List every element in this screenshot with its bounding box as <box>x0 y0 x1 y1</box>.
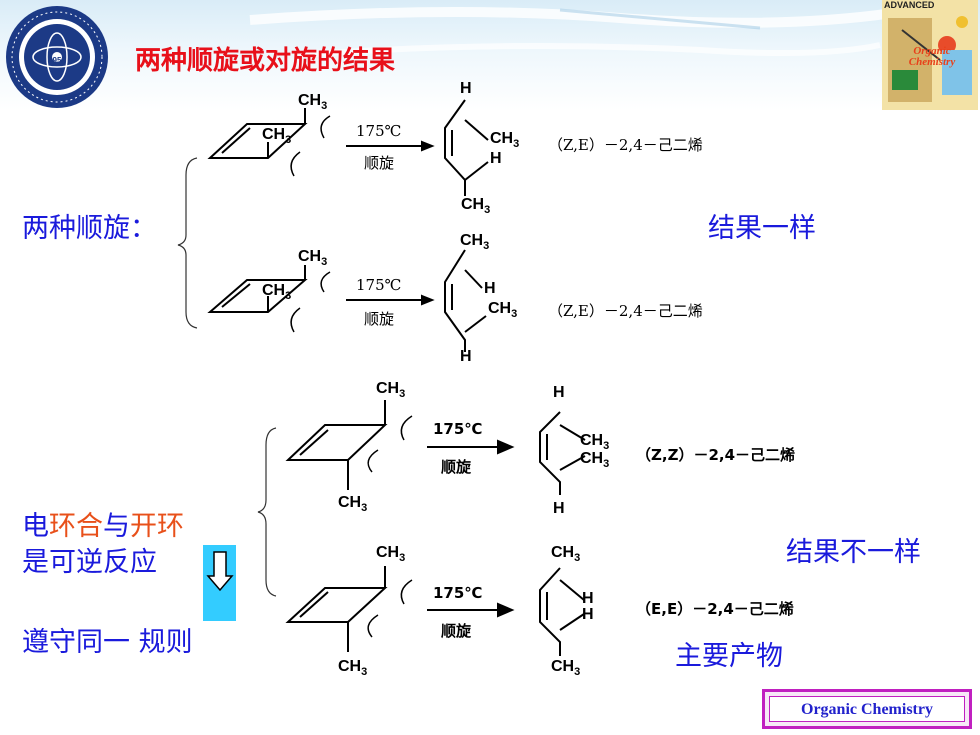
r1-product-label-4: CH3 <box>461 196 491 217</box>
cover-art <box>888 16 972 102</box>
university-logo: 1958 <box>3 3 111 111</box>
r1-condition-temp: 175℃ <box>356 122 402 140</box>
r3-product-label-2: CH3 <box>580 432 610 453</box>
r3-reactant-label-2: CH3 <box>338 494 368 515</box>
r1-condition-mode: 顺旋 <box>364 154 395 172</box>
label-part-3: 与 <box>103 511 130 542</box>
major-product-label: 主要产物 <box>675 641 783 672</box>
reversible-label-line2: 是可逆反应 <box>22 547 157 578</box>
r2-product-label-4: H <box>460 348 472 365</box>
r4-reactant-label-2: CH3 <box>338 658 368 679</box>
r3-product-label-4: H <box>553 500 565 517</box>
r1-product-label-2: CH3 <box>490 130 520 151</box>
slide-title: 两种顺旋或对旋的结果 <box>135 46 396 76</box>
conrotatory-result: 结果一样 <box>708 213 816 244</box>
reversible-label-line1: 电环合与开环 <box>22 504 184 543</box>
label-part-1: 电 <box>22 511 49 542</box>
r1-product-name: （Z,E）－2,4－己二烯 <box>548 136 703 154</box>
r3-condition-mode: 顺旋 <box>441 458 472 476</box>
r1-product-label-3: H <box>490 150 502 167</box>
r2-condition-mode: 顺旋 <box>364 310 395 328</box>
cover-label: ADVANCED <box>884 0 935 10</box>
r2-reactant-label-2: CH3 <box>262 282 292 303</box>
advanced-organic-chemistry-cover: ADVANCED Organic Chemistry <box>882 0 978 110</box>
header-band <box>0 0 980 110</box>
r1-reactant-label-1: CH3 <box>298 92 328 113</box>
reversible-label-line3: 遵守同一 规则 <box>22 627 193 658</box>
brace-conrotatory <box>177 157 198 329</box>
r3-product-name: （Z,Z）－2,4－己二烯 <box>636 446 796 464</box>
r4-product-label-1: CH3 <box>551 544 581 565</box>
r2-reactant-label-1: CH3 <box>298 248 328 269</box>
r1-reactant-label-2: CH3 <box>262 126 292 147</box>
r3-reactant-label-1: CH3 <box>376 380 406 401</box>
r4-product-label-2: H <box>582 590 594 607</box>
footer-badge-text: Organic Chemistry <box>769 696 965 722</box>
sky-streaks <box>249 6 901 58</box>
cover-caption: Organic Chemistry <box>908 45 956 68</box>
r2-product-label-2: H <box>484 280 496 297</box>
r3-product-label-3: CH3 <box>580 450 610 471</box>
r2-product-label-3: CH3 <box>488 300 518 321</box>
r4-product-label-4: CH3 <box>551 658 581 679</box>
r3-product-label-1: H <box>553 384 565 401</box>
footer-badge: Organic Chemistry <box>762 689 972 729</box>
r4-product-label-3: H <box>582 606 594 623</box>
r2-condition-temp: 175℃ <box>356 276 402 294</box>
conrotatory-label: 两种顺旋： <box>22 213 157 244</box>
reversible-result: 结果不一样 <box>786 537 921 568</box>
r2-product-label-1: CH3 <box>460 232 490 253</box>
r4-condition-temp: 175℃ <box>433 584 483 602</box>
r3-condition-temp: 175℃ <box>433 420 483 438</box>
label-part-4: 开环 <box>130 511 184 542</box>
r4-condition-mode: 顺旋 <box>441 622 472 640</box>
r4-reactant-label-1: CH3 <box>376 544 406 565</box>
r4-product-name: （E,E）－2,4－己二烯 <box>636 600 794 618</box>
down-arrow-icon <box>206 551 234 592</box>
r1-product-label-1: H <box>460 80 472 97</box>
label-part-2: 环合 <box>49 511 103 542</box>
logo-year: 1958 <box>48 56 66 65</box>
brace-reversible <box>257 427 277 597</box>
r2-product-name: （Z,E）－2,4－己二烯 <box>548 302 703 320</box>
